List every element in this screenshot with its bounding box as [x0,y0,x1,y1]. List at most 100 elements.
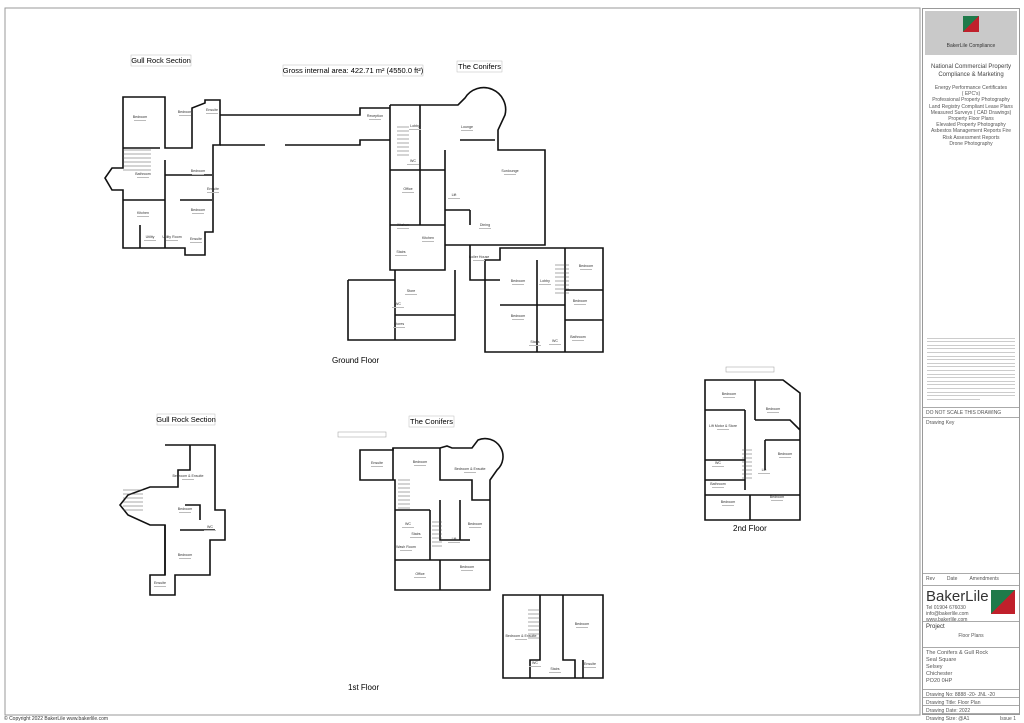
room-label: Bathroom [710,482,726,486]
room-dimensions [422,241,434,242]
room-label: Kitchen [397,223,409,227]
contact-phone: Tel 01904 676030 [926,605,966,611]
room-label: Bedroom [778,452,793,456]
room-label: Bedroom [133,115,148,119]
room-label: Kitchen [137,211,149,215]
room-dimensions [137,177,149,178]
room-label: Bedroom [191,208,206,212]
room-label: Stores [394,322,405,326]
room-label: Bedroom [511,314,526,318]
room-label: Lift [452,193,457,197]
disclaimer-line [927,348,1015,350]
compliance-logo: BakerLile Compliance [925,11,1017,55]
project-block: Project Floor Plans [923,621,1019,647]
room-dimensions [400,550,412,551]
disclaimer-text [927,335,1015,402]
room-label: WC [410,159,416,163]
room-label: Bedroom [468,522,483,526]
project-label: Project [926,624,945,630]
room-label: Store [407,289,416,293]
room-dimensions [448,542,460,543]
address-line: PO20 0HP [926,678,953,684]
first-floor-label: 1st Floor [348,683,379,692]
second-floor-label: 2nd Floor [733,524,767,533]
room-dimensions [479,228,491,229]
room-dimensions [393,327,405,328]
drawing-date-label: Drawing Date: [926,708,958,714]
disclaimer-line [927,380,1015,382]
room-label: Stairs [550,667,559,671]
room-dimensions [192,174,204,175]
date-header: Date [946,576,958,582]
disclaimer-line [927,398,980,400]
service-item: Professional Property Photography [932,97,1010,104]
room-label: Lift [762,468,767,472]
room-dimensions [574,304,586,305]
room-dimensions [207,192,219,193]
room-label: Ensuite [206,108,218,112]
project-value: Floor Plans [958,633,984,639]
room-dimensions [397,228,409,229]
service-item: Measured Surveys ( CAD Drawings) [930,109,1012,116]
drawing-title-label: Drawing Title: [926,700,957,706]
drawing-no-row: Drawing No: 8888 -20- JNL -20 [923,689,1019,698]
drawing-title: Floor Plan [957,700,981,706]
room-dimensions [572,340,584,341]
room-dimensions [529,666,541,667]
room-dimensions [512,284,524,285]
room-dimensions [712,466,724,467]
disclaimer-line [927,341,1015,343]
drawing-title-row: Drawing Title: Floor Plan [923,697,1019,706]
room-label: Bedroom [413,460,428,464]
room-label: WC [715,461,721,465]
drawing-no: 8888 -20- JNL -20 [954,692,996,698]
room-label: Bedroom [575,622,590,626]
room-dimensions [448,198,460,199]
room-label: Boiler House [469,255,490,259]
room-dimensions [407,164,419,165]
room-label: Stairs [396,250,405,254]
room-dimensions [771,500,783,501]
service-item: Drone Photography [949,140,993,147]
room-label: Ensuite [154,581,166,585]
room-label: Ensuite [190,237,202,241]
room-label: Stairs [411,532,420,536]
room-label: Ensuite [584,662,596,666]
room-label: Bedroom [722,392,737,396]
service-item: Asbestos Management Reports Fire [930,128,1012,135]
disclaimer-line [927,369,1015,371]
gull-rock-ground-title: Gull Rock Section [131,56,191,65]
room-label: Bedroom [460,565,475,569]
room-label: Utility Room [162,235,181,239]
disclaimer-line [927,395,1015,397]
drawing-size: @A1 [958,716,970,722]
room-dimensions [461,130,473,131]
disclaimer-line [927,359,1015,361]
room-dimensions [515,639,527,640]
service-item: Risk Assessment Reports [942,134,1000,141]
room-label: Wash Room [396,545,416,549]
room-dimensions [717,429,729,430]
address-line: Chichester [926,671,953,677]
room-dimensions [206,113,218,114]
room-label: Bedroom [178,507,193,511]
room-label: Lobby [540,279,550,283]
services-list: Energy Performance Certificates( EPC's)P… [923,85,1019,147]
room-label: Kitchen [422,236,434,240]
staircases [123,126,752,639]
address-line: Selsey [926,664,943,670]
room-label: Stairs [530,340,539,344]
room-label: Ensuite [207,187,219,191]
room-dimensions [722,505,734,506]
room-label: Office [415,572,424,576]
room-label: Lift Motor & Store [709,424,737,428]
disclaimer-line [927,384,1015,386]
room-dimensions [409,129,421,130]
room-dimensions [166,240,178,241]
room-dimensions [712,487,724,488]
room-dimensions [576,627,588,628]
room-label: Bedroom [766,407,781,411]
room-dimensions [529,345,541,346]
